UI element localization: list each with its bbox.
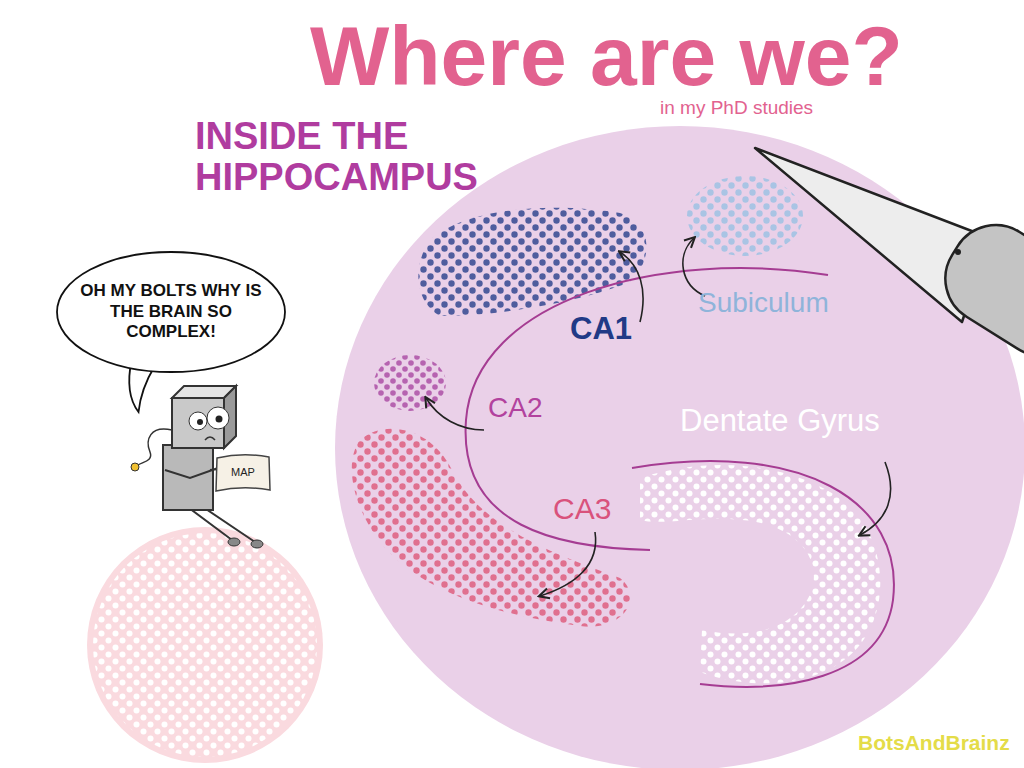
scalpel-handle — [928, 208, 1024, 372]
ca3-region — [352, 429, 631, 627]
bubble-outline — [57, 252, 285, 372]
region-label: Dentate Gyrus — [680, 404, 880, 437]
region-label: Subiculum — [698, 288, 829, 318]
region-label: CA3 — [553, 493, 611, 525]
robot — [131, 386, 263, 548]
subiculum-region — [687, 176, 803, 256]
leader-arrow — [426, 398, 484, 430]
subtitle-note: in my PhD studies — [660, 98, 813, 119]
cell-layer-line — [632, 461, 894, 687]
map-outline — [216, 455, 270, 491]
dentate-gyrus-region — [640, 465, 880, 683]
region-label: CA2 — [488, 393, 542, 423]
speech-bubble: OH MY BOLTS WHY IS THE BRAIN SO COMPLEX! — [55, 250, 287, 374]
node-text: OH MY BOLTS WHY IS THE BRAIN SO COMPLEX! — [76, 281, 266, 342]
seat-circle — [87, 527, 323, 763]
page-title: Where are we? — [310, 8, 903, 105]
node-text: MAP — [231, 466, 255, 479]
map-sheet: MAP — [214, 452, 272, 494]
leader-arrow — [540, 532, 596, 596]
region-label: CA1 — [570, 312, 632, 345]
watermark: BotsAndBrainz — [858, 732, 1010, 755]
node-text-holder: MAP — [214, 452, 272, 494]
leader-arrow — [860, 462, 891, 535]
scalpel-rivet — [955, 249, 961, 255]
ca1-region — [418, 208, 646, 316]
node-text-holder: OH MY BOLTS WHY IS THE BRAIN SO COMPLEX! — [55, 250, 287, 374]
seat-dots — [93, 533, 317, 757]
section-heading: INSIDE THE HIPPOCAMPUS — [195, 116, 505, 198]
ca2-region — [374, 355, 446, 411]
hippocampus-slice — [335, 126, 1024, 768]
